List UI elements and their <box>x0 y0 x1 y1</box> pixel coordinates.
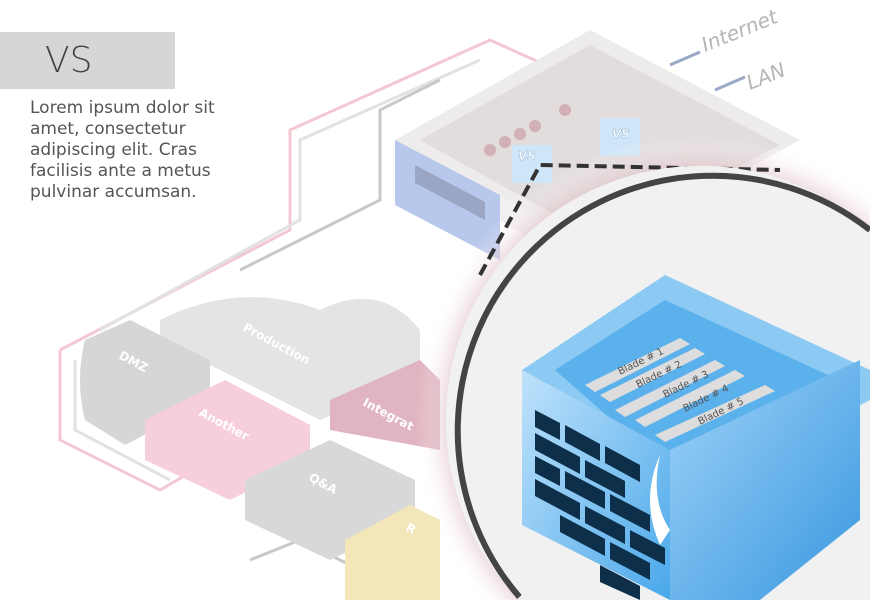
firewall-blade-cube: Blade # 1 Blade # 2 Blade # 3 Blade # 4 … <box>522 275 870 600</box>
zoom-callout-line <box>478 162 781 276</box>
slide-title: VS <box>45 40 93 81</box>
flame-icon <box>650 455 670 545</box>
brick-wall-icon <box>535 410 665 600</box>
body-text: Lorem ipsum dolor sit amet, consectetur … <box>30 98 215 202</box>
lan-label: LAN <box>743 57 789 94</box>
title-box: VS <box>0 32 175 89</box>
vs-badge: VS <box>518 149 536 163</box>
vs-badge: VS <box>612 127 630 141</box>
zones: DMZ Production Another Integrat Q&A R <box>80 297 440 600</box>
magnifier-ring <box>454 172 870 599</box>
internet-label: Internet <box>698 4 782 57</box>
